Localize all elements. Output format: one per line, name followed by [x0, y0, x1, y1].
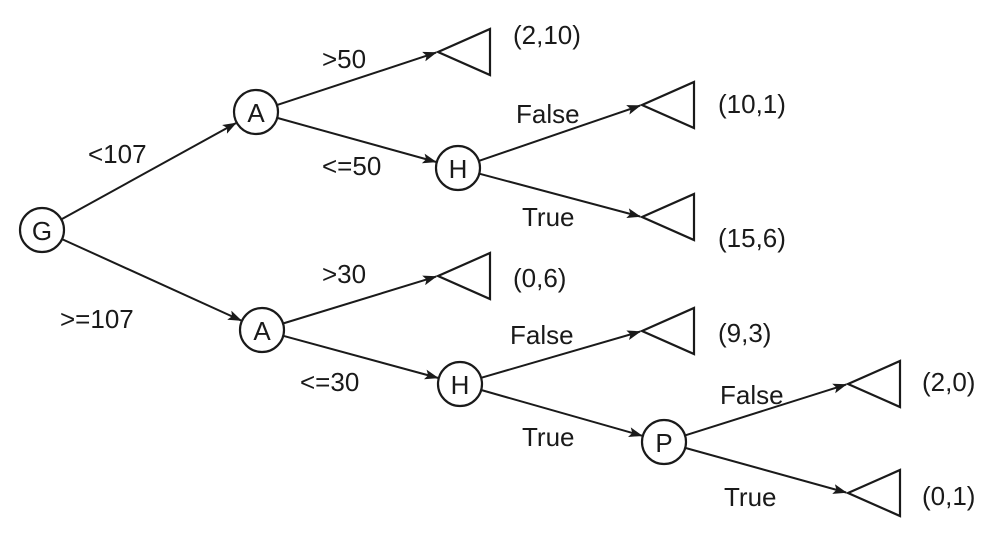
leaf-triangle-l4 — [435, 251, 492, 301]
edge-label-a2-h2: <=30 — [300, 367, 359, 397]
edge-a1-l1 — [276, 51, 438, 107]
node-label-a2: A — [253, 316, 271, 346]
edge-label-a1-l1: >50 — [322, 44, 366, 74]
edges-layer: <107>=107>50<=50FalseTrue>30<=30FalseTru… — [60, 44, 848, 512]
edge-a2-h2 — [282, 334, 439, 380]
edge-label-h2-l5: False — [510, 320, 574, 350]
node-circle-p — [640, 418, 688, 466]
node-label-g: G — [32, 216, 52, 246]
leaf-triangle-l2 — [639, 80, 696, 130]
edge-label-p-l7: True — [724, 482, 777, 512]
leaf-l3: (15,6) — [639, 192, 786, 253]
edge-p-l7 — [684, 446, 848, 494]
node-label-p: P — [655, 428, 672, 458]
node-a1: A — [232, 88, 280, 136]
leaf-value-l2: (10,1) — [718, 89, 786, 119]
node-h2: H — [436, 360, 484, 408]
edge-label-a1-h1: <=50 — [322, 151, 381, 181]
leaf-triangle-l1 — [435, 27, 492, 77]
leaf-value-l5: (9,3) — [718, 318, 771, 348]
node-circle-a2 — [238, 306, 286, 354]
node-g: G — [18, 206, 66, 254]
edge-label-g-a2: >=107 — [60, 304, 134, 334]
leaf-value-l7: (0,1) — [922, 481, 975, 511]
edge-label-h2-p: True — [522, 422, 575, 452]
node-circle-a1 — [232, 88, 280, 136]
nodes-layer: G A A H H P — [18, 88, 688, 466]
edge-label-g-a1: <107 — [88, 139, 147, 169]
edge-h1-l2 — [478, 104, 642, 162]
leaf-l1: (2,10) — [435, 20, 581, 77]
edge-label-a2-l4: >30 — [322, 259, 366, 289]
leaf-value-l1: (2,10) — [513, 20, 581, 50]
node-circle-g — [18, 206, 66, 254]
edge-p-l6 — [684, 383, 848, 437]
node-a2: A — [238, 306, 286, 354]
edge-label-p-l6: False — [720, 380, 784, 410]
edge-a1-h1 — [276, 116, 437, 164]
edge-label-h1-l2: False — [516, 99, 580, 129]
leaf-value-l3: (15,6) — [718, 223, 786, 253]
edge-g-a2 — [61, 238, 243, 322]
leaf-value-l6: (2,0) — [922, 367, 975, 397]
leaf-value-l4: (0,6) — [513, 263, 566, 293]
edge-h2-p — [480, 389, 643, 437]
leaf-l4: (0,6) — [435, 251, 566, 301]
node-h1: H — [434, 144, 482, 192]
edge-g-a1 — [60, 122, 237, 221]
edge-a2-l4 — [282, 275, 438, 325]
leaf-triangle-l3 — [639, 192, 696, 242]
leaf-triangle-l6 — [845, 359, 902, 409]
leaf-l5: (9,3) — [639, 306, 771, 356]
leaf-l7: (0,1) — [845, 468, 975, 518]
edge-h2-l5 — [480, 330, 642, 379]
node-label-h1: H — [449, 154, 468, 184]
node-label-h2: H — [451, 370, 470, 400]
leaf-l2: (10,1) — [639, 80, 786, 130]
node-p: P — [640, 418, 688, 466]
node-circle-h1 — [434, 144, 482, 192]
leaf-triangle-l5 — [639, 306, 696, 356]
edge-label-h1-l3: True — [522, 202, 575, 232]
leaf-l6: (2,0) — [845, 359, 975, 409]
leaf-triangle-l7 — [845, 468, 902, 518]
leaves-layer: (2,10) (10,1) (15,6) (0,6) (9,3) (2,0) (0,1) — [435, 20, 975, 518]
node-label-a1: A — [247, 98, 265, 128]
edge-h1-l3 — [479, 172, 642, 218]
node-circle-h2 — [436, 360, 484, 408]
